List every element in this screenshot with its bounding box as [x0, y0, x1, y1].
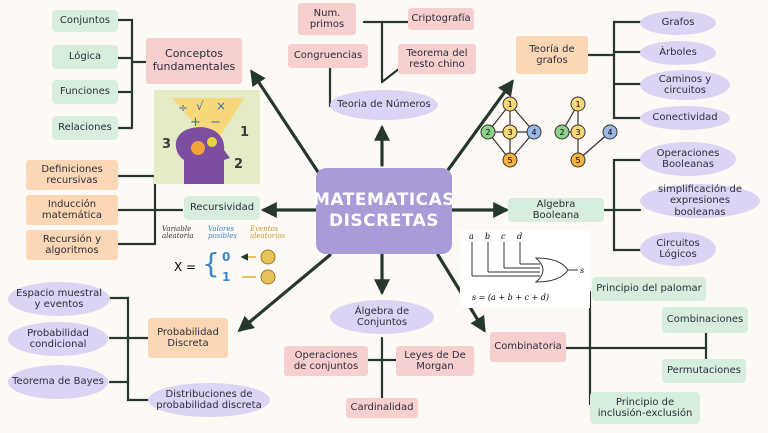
grafos-item-grafos[interactable]: Grafos	[640, 11, 716, 35]
label-valores: Valores posibles	[208, 225, 237, 240]
graph-node: 2	[485, 128, 490, 137]
graph-node: 4	[531, 128, 536, 137]
conceptos-item-conjuntos[interactable]: Conjuntos	[52, 10, 118, 32]
graph-node: 1	[507, 100, 512, 109]
variable-x: X =	[174, 260, 197, 274]
grafos-item-arboles[interactable]: Àrboles	[640, 41, 716, 65]
combinatoria-item-palomar[interactable]: Principio del palomar	[592, 277, 706, 301]
probabilidad-item-bayes[interactable]: Teorema de Bayes	[8, 365, 108, 399]
grafos-item-caminos[interactable]: Caminos y circuitos	[640, 70, 730, 100]
probabilidad-item-condicional[interactable]: Probabilidad condicional	[8, 322, 108, 356]
gate-formula: s = (a + b + c + d)	[472, 293, 549, 302]
label-eventos: Eventos aleatorios	[250, 225, 286, 240]
combinatoria-item-inclusion[interactable]: Principio de inclusión-exclusión	[590, 392, 700, 424]
svg-text:÷: ÷	[178, 101, 188, 115]
gate-input: c	[501, 232, 506, 241]
math-head-icon: ÷ √ × + − 3 1 2	[162, 98, 249, 184]
conceptos-item-relaciones[interactable]: Relaciones	[52, 116, 118, 140]
svg-text:2: 2	[234, 157, 243, 172]
or-gate-figure: a b c d s s = (a + b + c + d)	[460, 230, 590, 308]
gate-input: b	[485, 232, 490, 241]
graph-node: 5	[575, 156, 580, 165]
conceptos-title[interactable]: Conceptos fundamentales	[146, 38, 242, 84]
graph-node: 3	[507, 128, 512, 137]
probabilidad-title[interactable]: Probabilidad Discreta	[148, 318, 228, 358]
combinatoria-item-combinaciones[interactable]: Combinaciones	[662, 307, 748, 333]
recursividad-item-definiciones[interactable]: Definiciones recursivas	[26, 160, 118, 190]
svg-text:+: +	[190, 115, 201, 130]
center-line-2: DISCRETAS	[328, 211, 440, 231]
combinatoria-item-permutaciones[interactable]: Permutaciones	[662, 359, 746, 383]
conjuntos-title[interactable]: Álgebra de Conjuntos	[330, 300, 434, 334]
random-variable-figure: Variable aleatoria Valores posibles Even…	[160, 226, 300, 288]
svg-text:1: 1	[240, 125, 249, 140]
coin-icons	[240, 249, 276, 285]
recursividad-title[interactable]: Recursividad	[184, 196, 260, 220]
graph-node: 4	[607, 128, 612, 137]
booleana-title[interactable]: Algebra Booleana	[508, 198, 604, 222]
grafos-item-conectividad[interactable]: Conectividad	[640, 106, 730, 130]
booleana-item-operaciones[interactable]: Operaciones Booleanas	[640, 142, 736, 176]
value-zero: 0	[222, 250, 231, 264]
math-head-illustration: ÷ √ × + − 3 1 2	[154, 90, 260, 184]
value-one: 1	[222, 270, 231, 284]
conceptos-item-logica[interactable]: Lógica	[52, 45, 118, 69]
brace: {	[202, 247, 220, 280]
numeros-title[interactable]: Teoria de Números	[330, 90, 438, 120]
graph-node: 2	[559, 128, 564, 137]
svg-text:−: −	[210, 115, 221, 130]
svg-text:3: 3	[162, 137, 171, 152]
graph-node: 3	[575, 128, 580, 137]
recursividad-item-recursion[interactable]: Recursión y algoritmos	[26, 230, 118, 260]
graph-node: 1	[575, 100, 580, 109]
booleana-item-circuitos[interactable]: Circuitos Lógicos	[640, 232, 716, 266]
or-gate-icon: a b c d s s = (a + b + c + d)	[469, 232, 584, 302]
center-line-1: MATEMATICAS	[313, 189, 456, 210]
svg-text:×: ×	[216, 99, 226, 113]
grafos-title[interactable]: Teoría de grafos	[516, 36, 588, 74]
probabilidad-item-distribuciones[interactable]: Distribuciones de probabilidad discreta	[148, 383, 270, 417]
gate-output: s	[580, 266, 584, 275]
recursividad-item-induccion[interactable]: Inducción matemática	[26, 195, 118, 225]
probabilidad-item-espacio[interactable]: Espacio muestral y eventos	[8, 282, 110, 316]
conceptos-item-funciones[interactable]: Funciones	[52, 80, 118, 104]
numeros-item-congruencias[interactable]: Congruencias	[288, 44, 368, 68]
gate-input: d	[517, 232, 522, 241]
graph-figures: 1 2 3 4 5 1 2 3 4 5	[480, 96, 618, 168]
gate-input: a	[469, 232, 474, 241]
label-variable: Variable aleatoria	[162, 225, 194, 240]
conjuntos-item-demorgan[interactable]: Leyes de De Morgan	[396, 346, 474, 376]
conjuntos-item-operaciones[interactable]: Operaciones de conjuntos	[284, 346, 368, 376]
booleana-item-simplificacion[interactable]: simplificación de expresiones booleanas	[640, 184, 760, 218]
svg-text:√: √	[196, 99, 204, 113]
graph-node: 5	[507, 156, 512, 165]
combinatoria-title[interactable]: Combinatoria	[490, 332, 566, 362]
central-topic[interactable]: MATEMATICAS DISCRETAS	[313, 168, 456, 254]
conjuntos-item-cardinalidad[interactable]: Cardinalidad	[346, 398, 418, 418]
numeros-item-criptografia[interactable]: Criptografía	[408, 8, 474, 30]
numeros-item-primos[interactable]: Num. primos	[298, 3, 356, 35]
numeros-item-resto-chino[interactable]: Teorema del resto chino	[398, 44, 476, 74]
